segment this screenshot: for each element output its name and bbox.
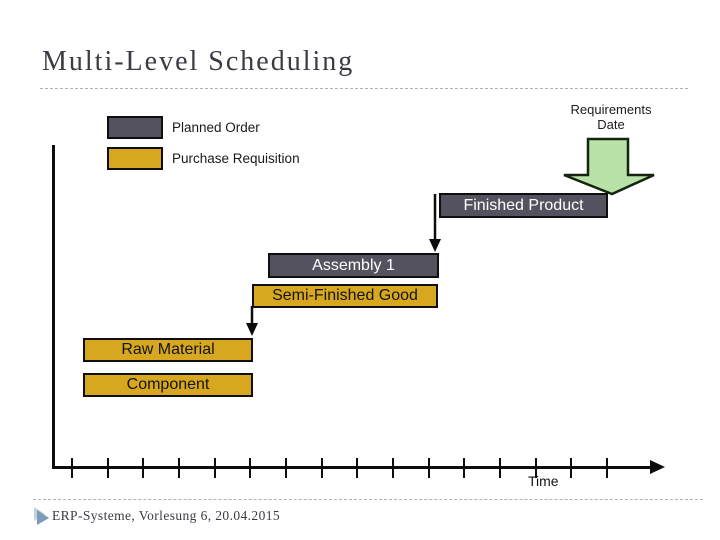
time-axis-arrowhead-icon: [650, 460, 665, 474]
legend-label-planned-order: Planned Order: [172, 120, 260, 135]
legend-label-purchase-requisition: Purchase Requisition: [172, 151, 300, 166]
bar-assembly-1-label: Assembly 1: [312, 256, 395, 274]
connector-arrow-semi-to-raw: [246, 306, 258, 336]
footer-bullet-icon: [34, 507, 49, 525]
time-axis-tick: [606, 458, 608, 478]
bar-raw-material-label: Raw Material: [121, 341, 215, 358]
connector-arrow-finished-to-assembly: [429, 194, 441, 252]
time-axis-tick: [570, 458, 573, 478]
time-axis-tick: [178, 458, 180, 478]
legend-swatch-purchase-requisition: [107, 147, 163, 170]
title-divider: [40, 88, 688, 89]
requirements-date-line1: Requirements: [570, 102, 652, 117]
time-axis-tick: [499, 458, 501, 478]
bar-component: Component: [83, 373, 253, 397]
legend-swatch-planned-order: [107, 116, 163, 139]
time-axis-tick: [249, 458, 252, 478]
time-axis-tick: [142, 458, 145, 478]
time-axis-tick: [427, 458, 430, 478]
time-axis-tick: [320, 458, 323, 478]
time-axis-tick: [285, 458, 287, 478]
time-axis-tick: [392, 458, 394, 478]
bar-semi-finished-good: Semi-Finished Good: [252, 284, 438, 308]
time-axis-tick: [534, 458, 537, 478]
footer-divider: [33, 499, 703, 500]
time-axis-tick: [71, 458, 73, 478]
requirements-date-arrow-icon: [563, 137, 655, 196]
time-axis-tick: [213, 458, 216, 478]
bar-semi-finished-good-label: Semi-Finished Good: [272, 287, 418, 304]
bar-component-label: Component: [126, 376, 210, 393]
time-axis-tick: [463, 458, 466, 478]
bar-finished-product-label: Finished Product: [463, 196, 584, 214]
bar-raw-material: Raw Material: [83, 338, 253, 362]
page-title: Multi-Level Scheduling: [42, 46, 355, 77]
time-axis-label: Time: [528, 473, 559, 489]
footer-text: ERP-Systeme, Vorlesung 6, 20.04.2015: [52, 508, 281, 523]
bar-finished-product: Finished Product: [439, 193, 608, 218]
time-axis-line: [52, 466, 652, 469]
time-axis-tick: [106, 458, 109, 478]
time-axis-tick: [356, 458, 359, 478]
requirements-date-label: Requirements Date: [553, 102, 669, 133]
y-axis-line: [52, 145, 55, 468]
requirements-date-line2: Date: [597, 116, 625, 132]
bar-assembly-1: Assembly 1: [268, 253, 439, 278]
